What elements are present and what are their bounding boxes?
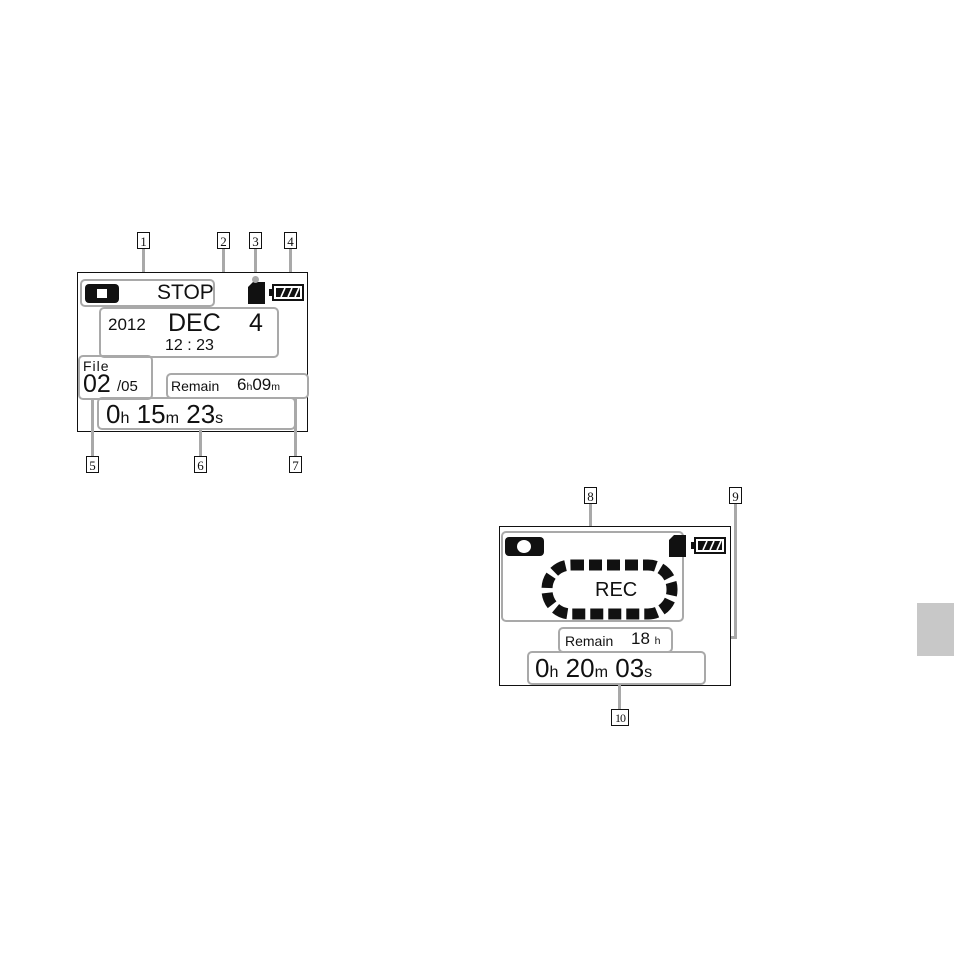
chapter-side-tab <box>917 603 954 656</box>
memory-card-icon <box>669 535 686 557</box>
callout-8: 8 <box>584 487 597 504</box>
leader-7 <box>294 399 297 456</box>
file-current: 02 <box>83 372 111 397</box>
date-month: DEC <box>168 311 221 336</box>
stop-icon <box>85 284 119 303</box>
remain-time-rec: 18 h <box>631 630 661 647</box>
battery-icon <box>691 537 726 554</box>
leader-9 <box>734 504 737 638</box>
memory-card-icon <box>248 282 265 304</box>
date-year: 2012 <box>108 316 146 333</box>
callout-7: 7 <box>289 456 302 473</box>
battery-icon <box>269 284 304 301</box>
time-display: 12 : 23 <box>165 338 214 354</box>
record-icon <box>505 537 544 556</box>
callout-6: 6 <box>194 456 207 473</box>
callout-2: 2 <box>217 232 230 249</box>
file-total: /05 <box>117 379 138 394</box>
rec-label: REC <box>595 580 637 600</box>
leader-6 <box>199 430 202 456</box>
leader-5 <box>91 400 94 456</box>
callout-1: 1 <box>137 232 150 249</box>
callout-3: 3 <box>249 232 262 249</box>
status-label: STOP <box>157 282 214 303</box>
callout-5: 5 <box>86 456 99 473</box>
callout-9: 9 <box>729 487 742 504</box>
date-day: 4 <box>249 311 263 336</box>
remain-label-rec: Remain <box>565 634 613 648</box>
elapsed-counter: 0h 15m 23s <box>106 401 223 427</box>
callout-10: 10 <box>611 709 629 726</box>
elapsed-counter-rec: 0h 20m 03s <box>535 655 652 681</box>
remain-time: 6h09m <box>237 376 280 393</box>
remain-label: Remain <box>171 379 219 393</box>
callout-3-dot <box>252 276 259 283</box>
leader-10 <box>618 685 621 709</box>
callout-4: 4 <box>284 232 297 249</box>
